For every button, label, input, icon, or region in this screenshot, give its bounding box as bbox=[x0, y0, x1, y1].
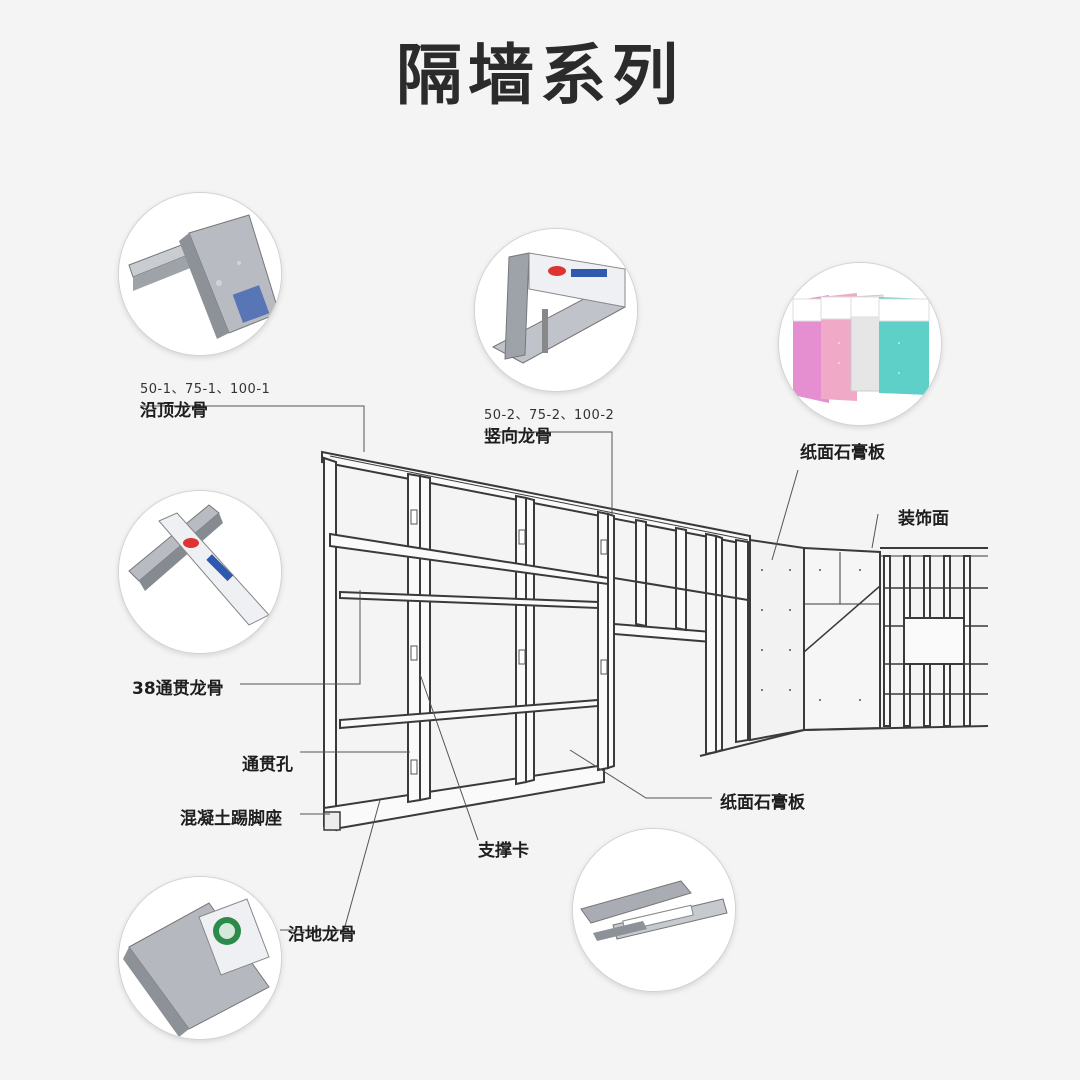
top-track-spec: 50-1、75-1、100-1 bbox=[140, 382, 271, 397]
decorative-face-label: 装饰面 bbox=[898, 509, 949, 529]
boards-photo-icon bbox=[778, 262, 942, 426]
floor-track-label: 沿地龙骨 bbox=[288, 925, 356, 945]
top-track-label: 沿顶龙骨 bbox=[140, 401, 208, 421]
page-title: 隔墙系列 bbox=[396, 37, 684, 114]
concrete-base-label: 混凝土踢脚座 bbox=[180, 809, 282, 829]
through-hole-label: 通贯孔 bbox=[242, 755, 293, 775]
channel-38-label: 38通贯龙骨 bbox=[132, 679, 224, 699]
channel-38-photo-icon bbox=[118, 490, 282, 654]
gypsum-board-upper-label: 纸面石膏板 bbox=[800, 443, 885, 463]
floor-track-photo-icon bbox=[118, 876, 282, 1040]
top-track-photo-icon bbox=[118, 192, 282, 356]
gypsum-board-lower-label: 纸面石膏板 bbox=[720, 793, 805, 813]
stud-label: 竖向龙骨 bbox=[484, 427, 552, 447]
support-clip-label: 支撑卡 bbox=[478, 841, 529, 861]
stud-spec: 50-2、75-2、100-2 bbox=[484, 408, 615, 423]
stud-photo-icon bbox=[474, 228, 638, 392]
support-clip-photo-icon bbox=[572, 828, 736, 992]
